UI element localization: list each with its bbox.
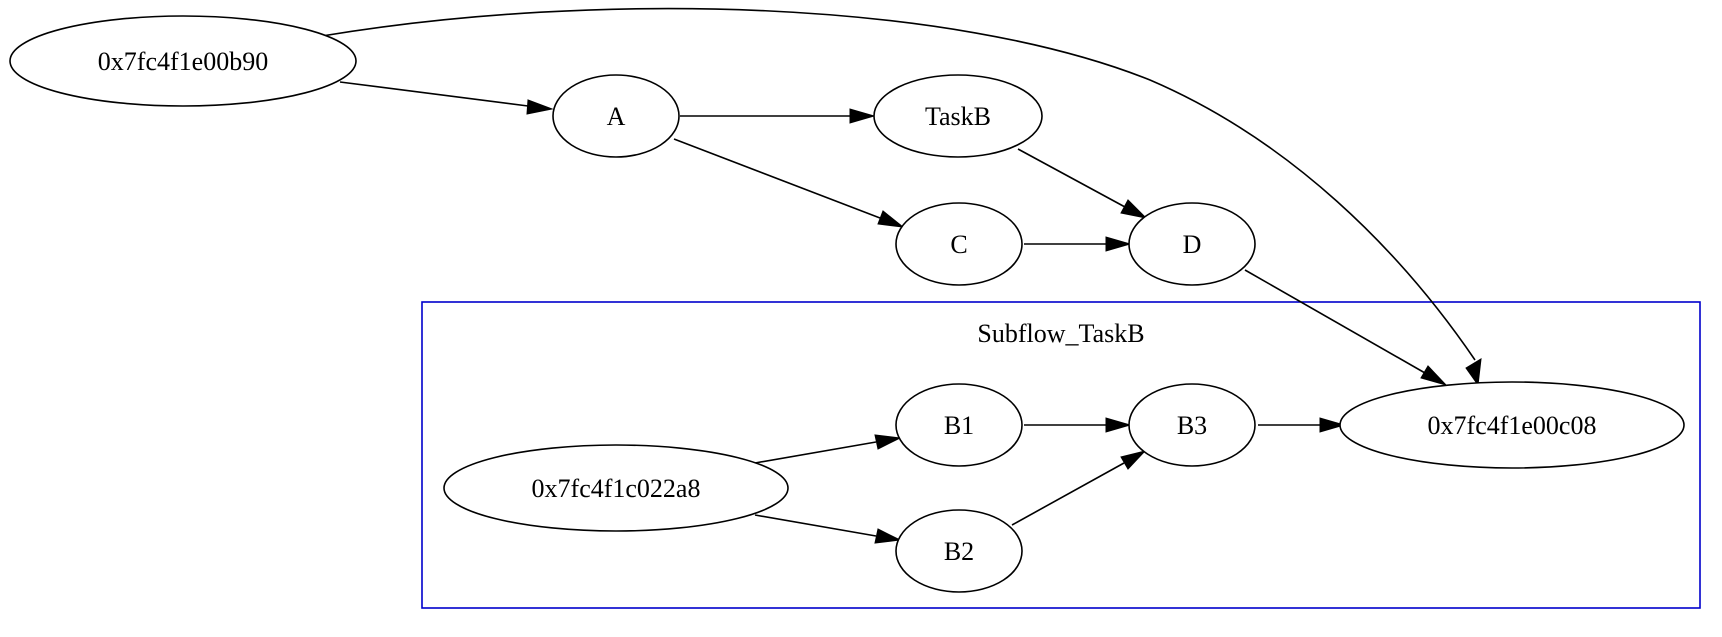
node-b2: B2 [895,509,1023,593]
node-d: D [1128,202,1256,286]
edge-a-to-c [673,138,905,228]
node-label: C [950,230,967,259]
node-label: TaskB [925,102,991,131]
node-label: B1 [944,411,974,440]
node-0x7fc4f1c022a8: 0x7fc4f1c022a8 [443,444,789,532]
node-c: C [895,202,1023,286]
node-label: 0x7fc4f1e00c08 [1428,411,1597,440]
node-taskb: TaskB [873,74,1043,158]
edge-b3-to-c08 [1258,417,1346,433]
nodes: 0x7fc4f1e00b90 A TaskB C D 0x7fc4f1e00c0… [9,15,1685,593]
node-label: D [1183,230,1202,259]
edge-2a8-to-b1 [754,434,902,464]
node-b1: B1 [895,383,1023,467]
edge-2a8-to-b2 [754,514,902,544]
edge-b2-to-b3 [1011,450,1147,526]
node-0x7fc4f1e00c08: 0x7fc4f1e00c08 [1339,381,1685,469]
subflow-cluster: Subflow_TaskB [421,301,1701,609]
edge-b90-to-a [339,81,554,115]
subflow-cluster-border [421,301,1701,609]
node-b3: B3 [1128,383,1256,467]
edge-c-to-d [1024,236,1132,252]
node-label: B3 [1177,411,1207,440]
edge-b90-to-c08 [321,7,1482,387]
edge-a-to-taskb [680,108,876,124]
node-label: 0x7fc4f1c022a8 [532,474,701,503]
edge-d-to-c08 [1244,269,1448,386]
node-label: 0x7fc4f1e00b90 [98,47,268,76]
edges [321,7,1482,544]
node-label: A [607,102,626,131]
node-a: A [552,74,680,158]
node-0x7fc4f1e00b90: 0x7fc4f1e00b90 [9,15,357,107]
subflow-cluster-label: Subflow_TaskB [977,319,1144,348]
node-label: B2 [944,537,974,566]
edge-b1-to-b3 [1024,417,1132,433]
edge-taskb-to-d [1017,148,1148,219]
